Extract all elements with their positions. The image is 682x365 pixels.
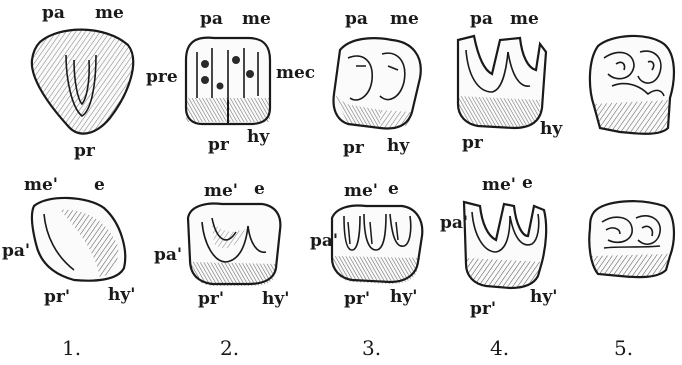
upper-3-label-me: me xyxy=(390,9,419,29)
upper-2-label-pr: pr xyxy=(208,135,230,155)
upper-tooth-3 xyxy=(334,38,421,128)
upper-3-label-hy: hy xyxy=(387,136,410,156)
figure-number-5: 5. xyxy=(614,336,633,360)
lower-4-label-me: me' xyxy=(482,175,516,195)
lower-4-label-hy: hy' xyxy=(530,287,557,307)
lower-2-label-me: me' xyxy=(204,181,238,201)
lower-1-label-pr: pr' xyxy=(44,287,70,307)
lower-tooth-4 xyxy=(464,202,546,288)
figure-number-1: 1. xyxy=(62,336,81,360)
upper-2-label-pa: pa xyxy=(200,9,223,29)
upper-1-label-me: me xyxy=(95,3,124,23)
figure-number-3: 3. xyxy=(362,336,381,360)
upper-1-label-pa: pa xyxy=(42,3,65,23)
upper-tooth-4 xyxy=(458,36,546,128)
upper-2-label-me: me xyxy=(242,9,271,29)
upper-4-label-pa: pa xyxy=(470,9,493,29)
lower-2-label-pr: pr' xyxy=(198,289,224,309)
lower-1-label-me: me' xyxy=(24,175,58,195)
lower-tooth-3 xyxy=(332,206,422,285)
upper-tooth-2 xyxy=(186,38,270,124)
upper-4-label-pr: pr xyxy=(462,133,484,153)
figure-number-4: 4. xyxy=(490,336,509,360)
upper-3-label-pa: pa xyxy=(345,9,368,29)
lower-3-label-pr: pr' xyxy=(344,289,370,309)
lower-3-label-hy: hy' xyxy=(390,287,417,307)
lower-tooth-1 xyxy=(32,198,125,281)
lower-4-label-pa: pa' xyxy=(440,213,468,233)
upper-2-label-hy: hy xyxy=(247,127,270,147)
lower-2-label-pa: pa' xyxy=(154,245,182,265)
upper-2-label-pre: pre xyxy=(146,67,178,87)
lower-tooth-5 xyxy=(589,201,674,277)
lower-2-label-hy: hy' xyxy=(262,289,289,309)
upper-3-label-pr: pr xyxy=(343,138,365,158)
lower-2-label-e: e xyxy=(254,179,265,199)
upper-4-label-hy: hy xyxy=(540,119,563,139)
lower-3-label-e: e xyxy=(388,179,399,199)
upper-2-label-mec: mec xyxy=(276,63,315,83)
lower-3-label-me: me' xyxy=(344,181,378,201)
figure-number-2: 2. xyxy=(220,336,239,360)
upper-1-label-pr: pr xyxy=(74,141,96,161)
lower-1-label-pa: pa' xyxy=(2,241,30,261)
upper-tooth-5 xyxy=(590,36,674,134)
lower-4-label-e: e xyxy=(522,173,533,193)
lower-tooth-2 xyxy=(188,204,280,286)
lower-1-label-hy: hy' xyxy=(108,285,135,305)
lower-3-label-pa: pa' xyxy=(310,231,338,251)
lower-4-label-pr: pr' xyxy=(470,299,496,319)
upper-tooth-1 xyxy=(32,30,133,134)
upper-4-label-me: me xyxy=(510,9,539,29)
lower-1-label-e: e xyxy=(94,175,105,195)
